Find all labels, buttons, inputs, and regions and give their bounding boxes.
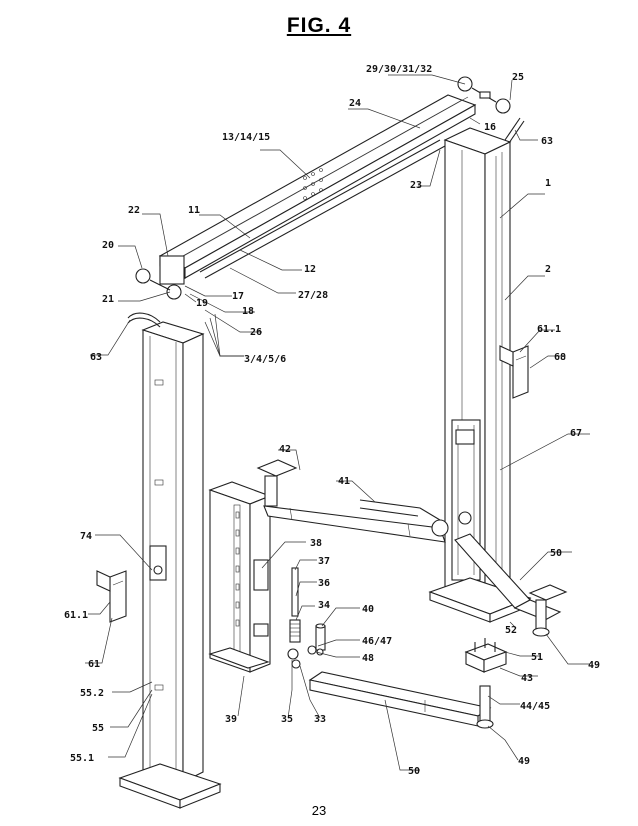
- adapter-51: [464, 638, 508, 673]
- callout-13-15: 13/14/15: [222, 132, 270, 143]
- arm-50-upper: [454, 533, 568, 637]
- small-parts: [287, 567, 326, 669]
- callout-3-6: 3/4/5/6: [244, 354, 286, 365]
- callout-40: 40: [362, 604, 374, 615]
- callout-52: 52: [505, 625, 517, 636]
- callout-49-lower: 49: [518, 756, 530, 767]
- callout-26: 26: [250, 327, 262, 338]
- callout-51: 51: [531, 652, 543, 663]
- callout-44-45: 44/45: [520, 701, 550, 712]
- callout-63-left: 63: [90, 352, 102, 363]
- callout-61-1-left: 61.1: [64, 610, 88, 621]
- callout-68: 68: [554, 352, 566, 363]
- callout-55: 55: [92, 723, 104, 734]
- callout-39: 39: [225, 714, 237, 725]
- callout-43: 43: [521, 673, 533, 684]
- callout-48: 48: [362, 653, 374, 664]
- page-number: 23: [311, 803, 327, 818]
- callout-50-lower: 50: [408, 766, 420, 777]
- callout-63-right: 63: [541, 136, 553, 147]
- callout-24: 24: [349, 98, 361, 109]
- bracket-61-1-left: [96, 570, 127, 623]
- left-column: [118, 312, 222, 809]
- callout-12: 12: [304, 264, 316, 275]
- callout-61: 61: [88, 659, 100, 670]
- callout-11: 11: [188, 205, 200, 216]
- callout-2: 2: [545, 264, 551, 275]
- callout-37: 37: [318, 556, 330, 567]
- callout-33: 33: [314, 714, 326, 725]
- callout-50-upper: 50: [550, 548, 562, 559]
- callout-19: 19: [196, 298, 208, 309]
- callout-42: 42: [279, 444, 291, 455]
- carriage-39: [208, 481, 272, 673]
- callout-20: 20: [102, 240, 114, 251]
- arm-41-42: [256, 459, 472, 543]
- leader-lines: [85, 74, 590, 771]
- callout-49-right: 49: [588, 660, 600, 671]
- callout-16: 16: [484, 122, 496, 133]
- top-beam: [135, 76, 525, 300]
- callout-35: 35: [281, 714, 293, 725]
- callout-labels: 1 2 11 12 13/14/15 16 17 18 19 20 21 22 …: [64, 64, 600, 777]
- callout-46-47: 46/47: [362, 636, 392, 647]
- arm-50-lower: [308, 671, 494, 729]
- right-column: [428, 127, 532, 623]
- callout-23: 23: [410, 180, 422, 191]
- callout-17: 17: [232, 291, 244, 302]
- callout-18: 18: [242, 306, 254, 317]
- callout-29-32: 29/30/31/32: [366, 64, 432, 75]
- callout-74: 74: [80, 531, 92, 542]
- figure-title: FIG. 4: [286, 14, 352, 37]
- callout-61-1-right: 61.1: [537, 324, 561, 335]
- callout-22: 22: [128, 205, 140, 216]
- callout-25: 25: [512, 72, 524, 83]
- callout-38: 38: [310, 538, 322, 549]
- callout-55-2: 55.2: [80, 688, 104, 699]
- callout-34: 34: [318, 600, 330, 611]
- callout-41: 41: [338, 476, 350, 487]
- callout-36: 36: [318, 578, 330, 589]
- callout-55-1: 55.1: [70, 753, 94, 764]
- callout-21: 21: [102, 294, 114, 305]
- callout-67: 67: [570, 428, 582, 439]
- callout-27-28: 27/28: [298, 290, 328, 301]
- bracket-68: [499, 345, 529, 399]
- callout-1: 1: [545, 178, 551, 189]
